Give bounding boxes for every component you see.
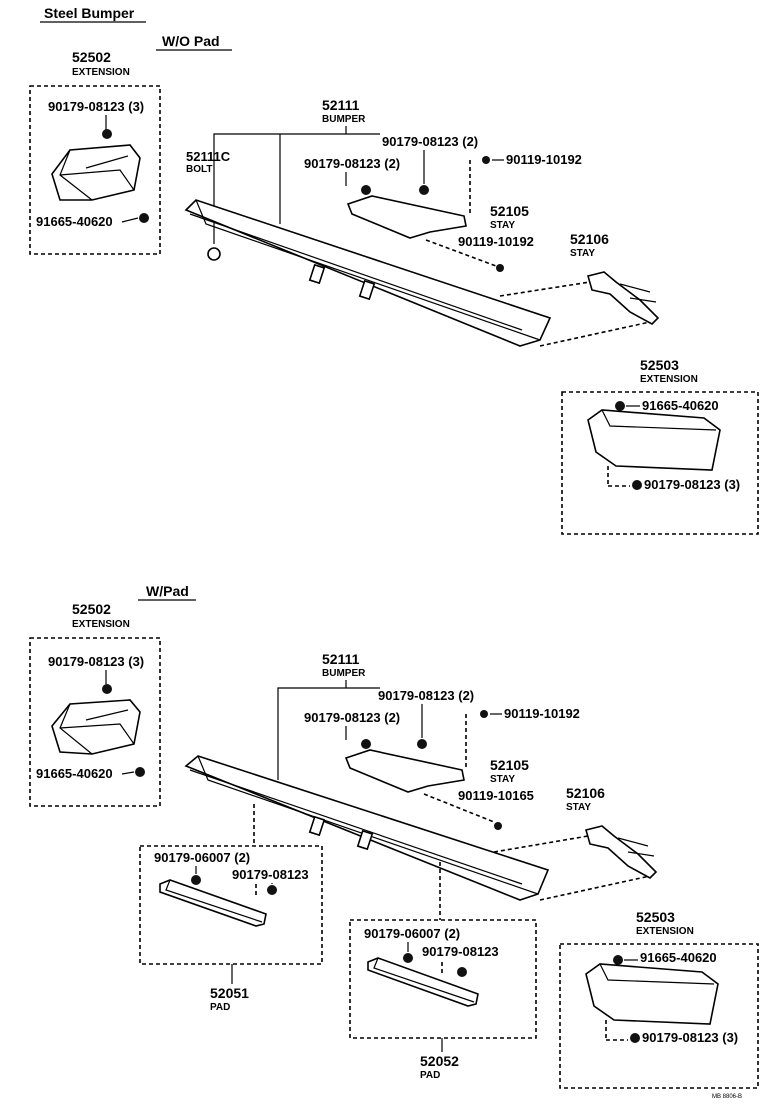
- bolt-head-icon: [482, 156, 490, 164]
- diagram-title: Steel Bumper: [44, 5, 135, 21]
- left-extension-number: 52502: [72, 601, 111, 617]
- section-without-pad: W/O Pad 52502 EXTENSION 90179-08123 (3) …: [29, 33, 759, 535]
- nut-icon: [417, 739, 427, 749]
- clip-icon: [135, 767, 145, 777]
- pad-52052-nut-label: 90179-06007 (2): [364, 926, 460, 941]
- bolt-head-icon: [494, 822, 502, 830]
- stay-52105-part: [346, 195, 467, 239]
- pad-52051-part: [159, 879, 267, 927]
- left-extension-clip-label: 91665-40620: [36, 766, 113, 781]
- right-extension-nut-label: 90179-08123 (3): [644, 477, 740, 492]
- left-extension-part: [51, 699, 141, 755]
- right-extension-group: 52503 EXTENSION 91665-40620 90179-08123 …: [559, 909, 759, 1089]
- right-extension-number: 52503: [636, 909, 675, 925]
- bolt-label: BOLT: [186, 164, 212, 175]
- right-extension-group: 52503 EXTENSION 91665-40620 90179-08123 …: [561, 357, 759, 535]
- stay-52105-nut-label-b: 90179-08123 (2): [382, 134, 478, 149]
- pad-52052-group: 90179-06007 (2) 90179-08123 52052 PAD: [349, 919, 537, 1081]
- nut-icon: [361, 739, 371, 749]
- section-title-without-pad: W/O Pad: [162, 33, 220, 49]
- nut-icon: [361, 185, 371, 195]
- right-extension-clip-label: 91665-40620: [642, 398, 719, 413]
- bumper-label: BUMPER: [322, 114, 366, 125]
- pad-52051-nut-label: 90179-06007 (2): [154, 850, 250, 865]
- stay-52105-nut-label-a: 90179-08123 (2): [304, 710, 400, 725]
- nut-icon: [102, 684, 112, 694]
- pad-52051-group: 90179-06007 (2) 90179-08123 52051 PAD: [139, 845, 323, 1013]
- pad-52051-nut-label-b: 90179-08123: [232, 867, 309, 882]
- clip-icon: [613, 955, 623, 965]
- stay-52106-label: STAY: [566, 802, 591, 813]
- bumper-bar-part: [184, 199, 552, 347]
- diagram-code: MB 8806-B: [712, 1094, 742, 1100]
- stay-52106-label: STAY: [570, 248, 595, 259]
- pad-52051-label: PAD: [210, 1002, 230, 1013]
- right-extension-part: [585, 963, 719, 1025]
- stay-52106-part: [587, 271, 660, 325]
- bolt-head-icon: [496, 264, 504, 272]
- right-extension-number: 52503: [640, 357, 679, 373]
- nut-icon: [632, 480, 642, 490]
- pad-52052-label: PAD: [420, 1070, 440, 1081]
- clip-icon: [139, 213, 149, 223]
- section-with-pad: W/Pad 52502 EXTENSION 90179-08123 (3) 91…: [29, 583, 759, 1100]
- pad-52052-part: [367, 957, 479, 1007]
- left-extension-number: 52502: [72, 49, 111, 65]
- bumper-number: 52111: [322, 651, 360, 667]
- bumper-number: 52111: [322, 97, 360, 113]
- bumper-label: BUMPER: [322, 668, 366, 679]
- stay-52106-number: 52106: [566, 785, 605, 801]
- right-extension-label: EXTENSION: [636, 926, 694, 937]
- nut-icon: [419, 185, 429, 195]
- left-extension-label: EXTENSION: [72, 67, 130, 78]
- section-title-with-pad: W/Pad: [146, 583, 189, 599]
- nut-icon: [403, 953, 413, 963]
- stay-52105-bolt-label: 90119-10192: [506, 152, 582, 167]
- stay-52105-number: 52105: [490, 757, 529, 773]
- left-extension-group: 52502 EXTENSION 90179-08123 (3) 91665-40…: [29, 601, 161, 807]
- bolt-icon: [207, 247, 221, 261]
- nut-icon: [457, 967, 467, 977]
- nut-icon: [267, 885, 277, 895]
- nut-icon: [102, 129, 112, 139]
- bolt-head-icon: [480, 710, 488, 718]
- stay-bolt-label: 90119-10165: [458, 788, 534, 803]
- stay-52105-bolt-label: 90119-10192: [504, 706, 580, 721]
- stay-52105-nut-label-b: 90179-08123 (2): [378, 688, 474, 703]
- right-extension-nut-label: 90179-08123 (3): [642, 1030, 738, 1045]
- stay-bolt-label: 90119-10192: [458, 234, 534, 249]
- clip-icon: [615, 401, 625, 411]
- right-extension-part: [587, 409, 721, 471]
- stay-52105-number: 52105: [490, 203, 529, 219]
- stay-52105-label: STAY: [490, 774, 515, 785]
- nut-icon: [630, 1033, 640, 1043]
- pad-52052-number: 52052: [420, 1053, 459, 1069]
- left-extension-nut-label: 90179-08123 (3): [48, 99, 144, 114]
- right-extension-label: EXTENSION: [640, 374, 698, 385]
- bumper-bar-part: [184, 755, 550, 901]
- stay-52105-nut-label-a: 90179-08123 (2): [304, 156, 400, 171]
- left-extension-label: EXTENSION: [72, 619, 130, 630]
- left-extension-clip-label: 91665-40620: [36, 214, 113, 229]
- pad-52051-number: 52051: [210, 985, 249, 1001]
- bolt-number: 52111C: [186, 149, 231, 164]
- stay-52105-label: STAY: [490, 220, 515, 231]
- pad-52052-nut-label-b: 90179-08123: [422, 944, 499, 959]
- left-extension-group: 52502 EXTENSION 90179-08123 (3) 91665-40…: [29, 49, 161, 255]
- stay-52105-part: [344, 749, 465, 793]
- right-extension-clip-label: 91665-40620: [640, 950, 717, 965]
- stay-52106-number: 52106: [570, 231, 609, 247]
- stay-52106-part: [585, 825, 658, 879]
- nut-icon: [191, 875, 201, 885]
- left-extension-nut-label: 90179-08123 (3): [48, 654, 144, 669]
